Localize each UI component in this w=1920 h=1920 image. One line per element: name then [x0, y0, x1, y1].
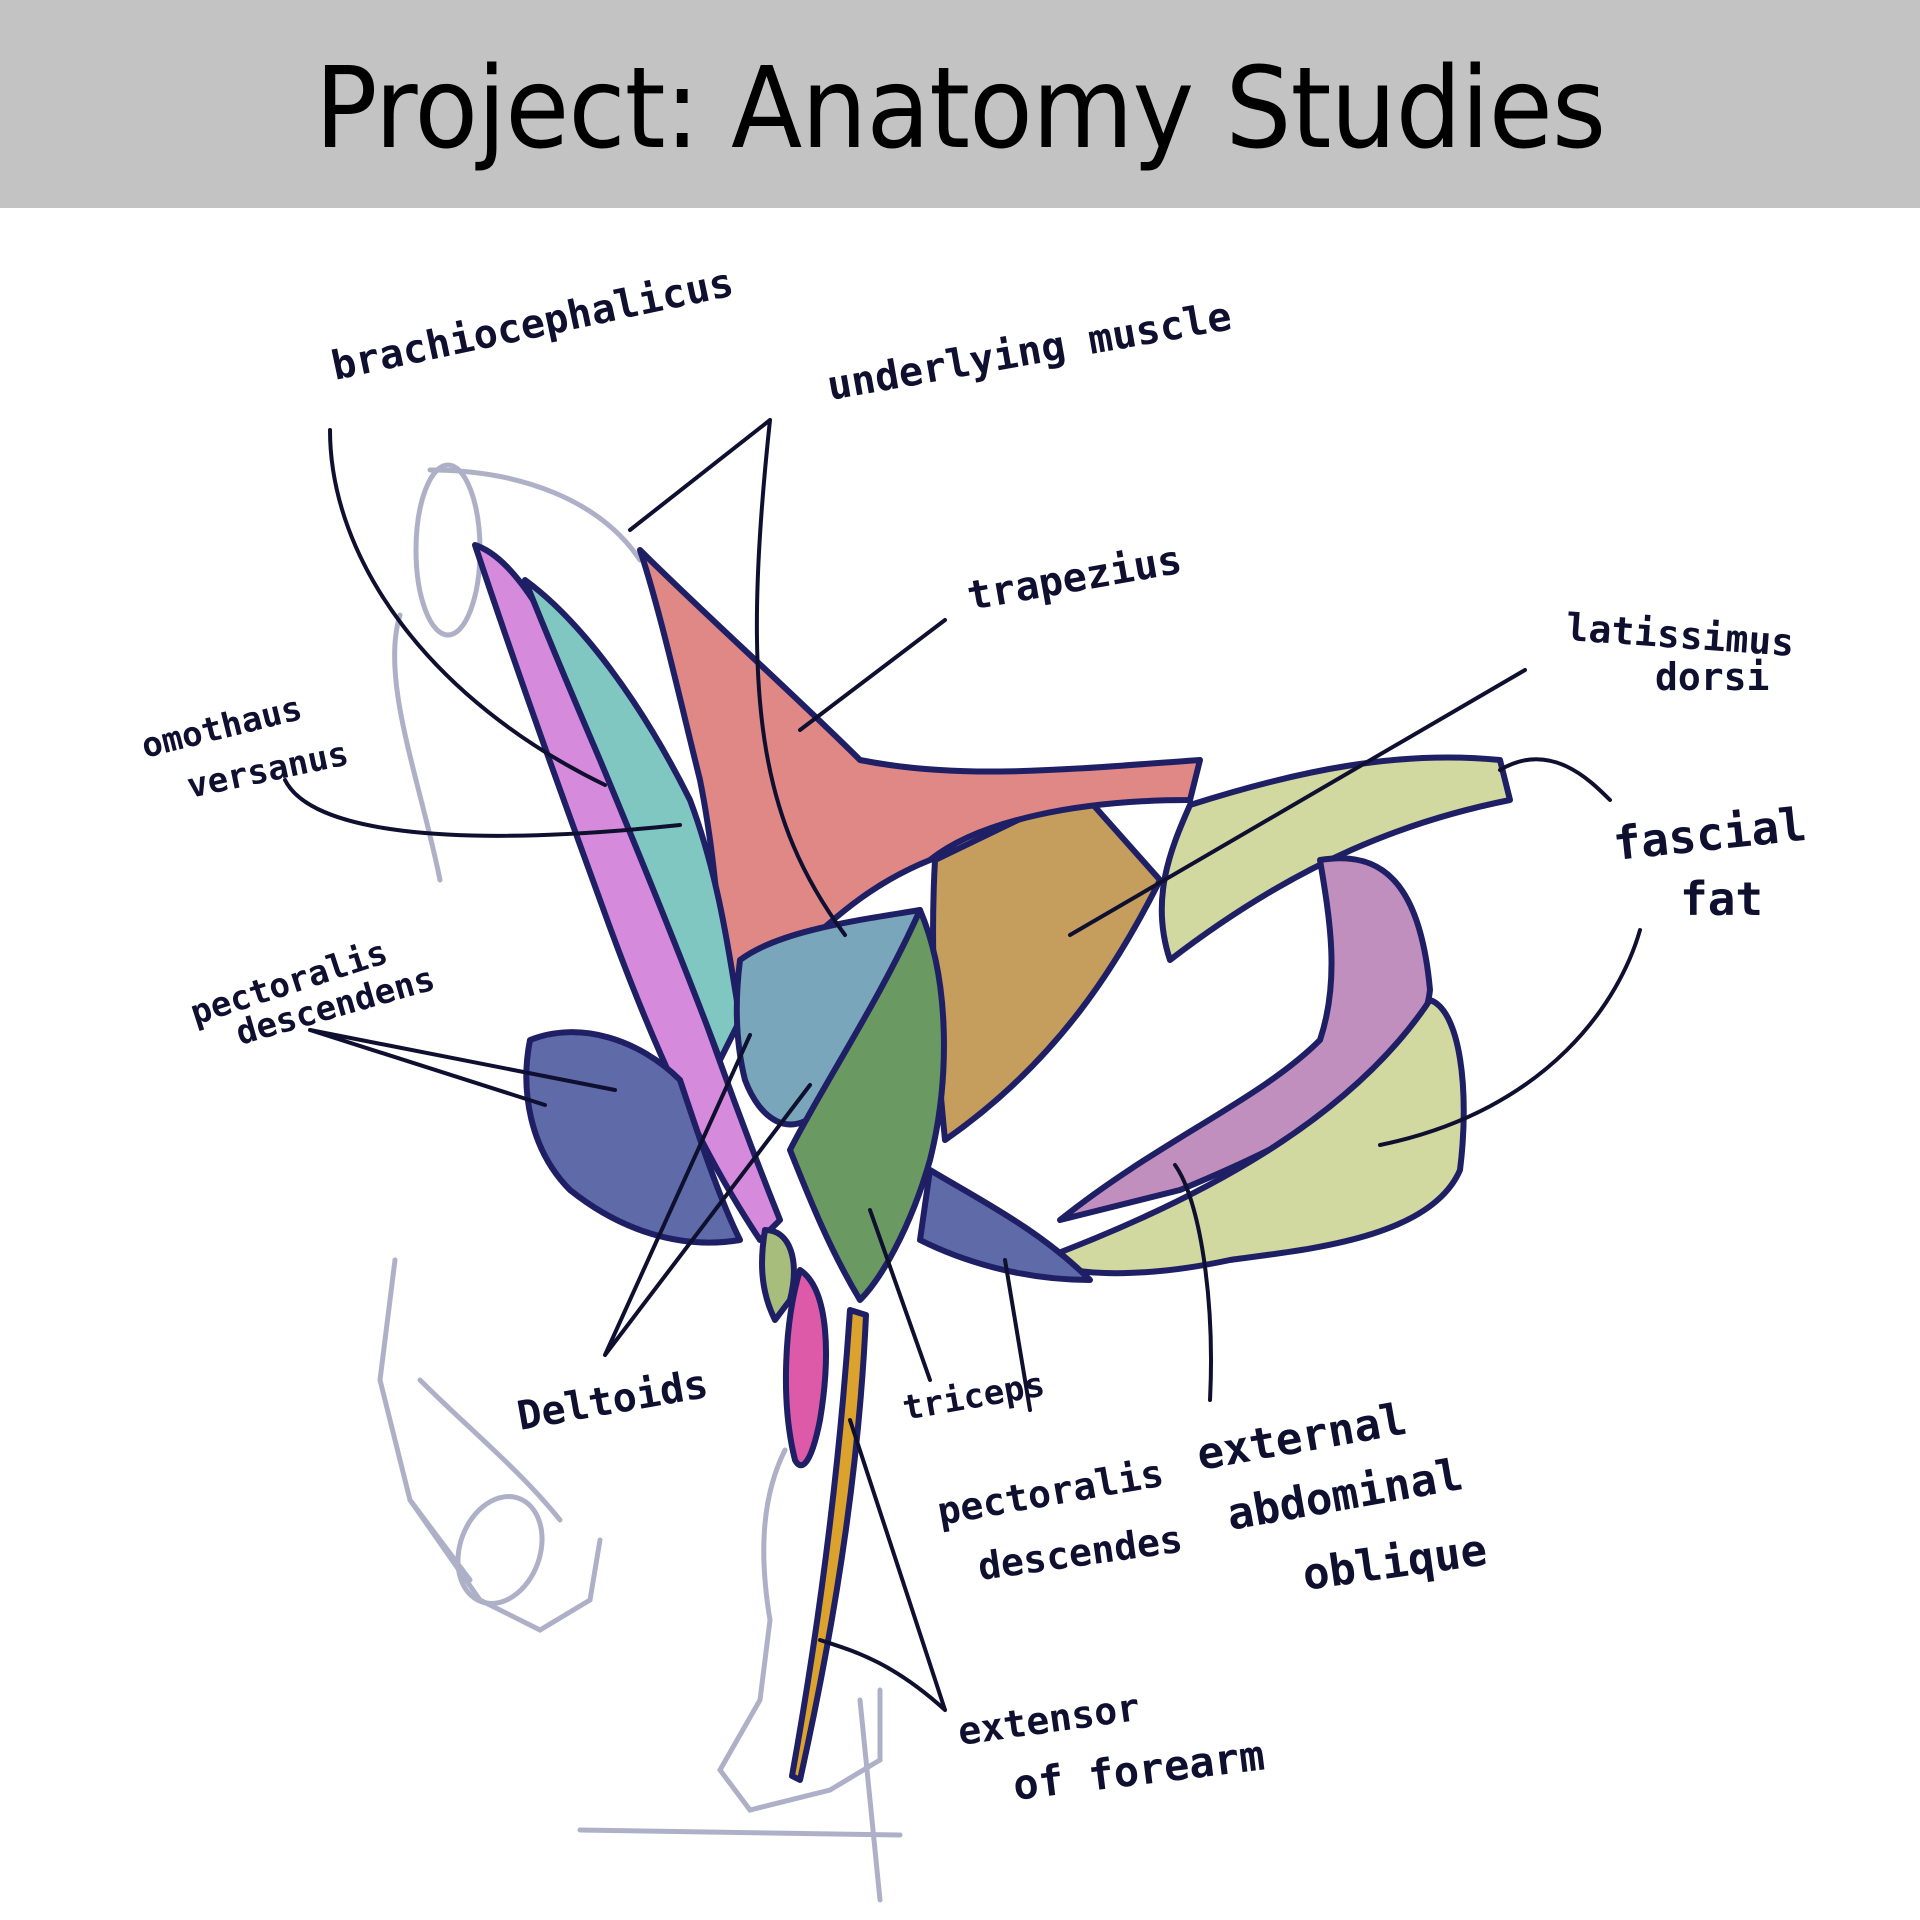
fascial-fat-lower — [1037, 997, 1467, 1277]
label-trapezius: trapezius — [964, 537, 1185, 620]
label-dorsi: dorsi — [1655, 655, 1769, 699]
trapezius — [637, 547, 1203, 1033]
pectoralis-descendes-right — [917, 1167, 1093, 1283]
biceps-pink — [782, 1267, 829, 1469]
triceps — [787, 907, 947, 1303]
label-underlying-muscle: underlying muscle — [824, 293, 1235, 409]
label-oblique: oblique — [1299, 1525, 1490, 1601]
title-banner: Project: Anatomy Studies — [0, 0, 1920, 208]
label-triceps: triceps — [900, 1365, 1048, 1429]
label-of-forearm: of forearm — [1010, 1730, 1267, 1809]
label-brachiocephalicus: brachiocephalicus — [328, 260, 738, 390]
label-deltoids: Deltoids — [514, 1361, 712, 1440]
page-title: Project: Anatomy Studies — [314, 44, 1606, 174]
construction-sketch — [377, 462, 903, 1903]
label-fat: fat — [1680, 872, 1763, 926]
label-descendes-right: descendes — [975, 1517, 1185, 1589]
label-fascial: fascial — [1611, 797, 1809, 871]
label-pectoralis-right: pectoralis — [934, 1451, 1167, 1534]
fascial-fat-upper — [1158, 754, 1513, 963]
leader-lines — [283, 418, 1642, 1712]
small-green-muscle — [759, 1227, 797, 1323]
label-extensor: extensor — [955, 1685, 1142, 1754]
muscle-fills — [472, 542, 1513, 1783]
latissimus-dorsi — [930, 787, 1163, 1143]
external-abdominal-oblique — [1057, 855, 1433, 1223]
